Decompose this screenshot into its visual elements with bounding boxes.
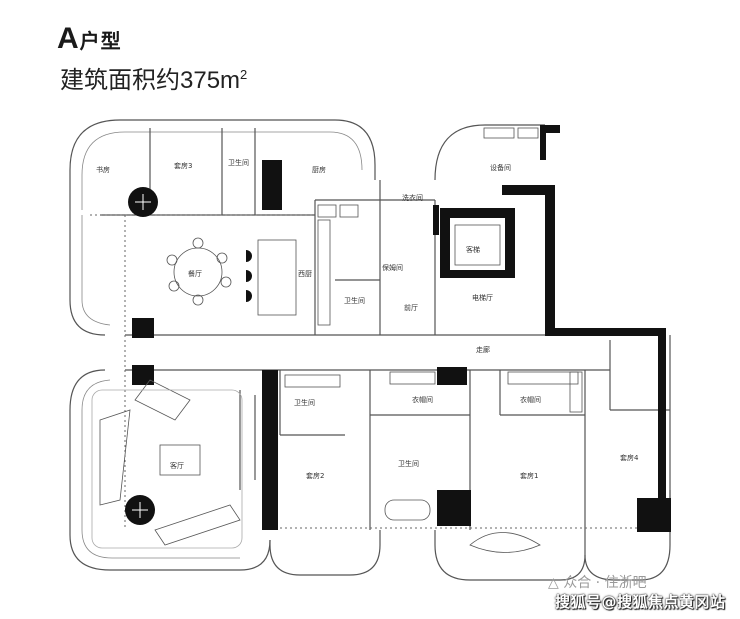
- room-label-foyer: 前厅: [404, 303, 418, 312]
- outer-wall-equipment-curve: [434, 124, 545, 181]
- room-label-suite1: 套房1: [520, 471, 538, 480]
- room-label-suite4: 套房4: [620, 453, 639, 462]
- room-label-bath-a: 卫生间: [228, 158, 249, 167]
- outer-wall-left-upper: [69, 215, 106, 336]
- round-columns: [125, 187, 158, 525]
- room-label-western-kitchen: 西厨: [298, 270, 312, 278]
- outer-wall-top-left: [69, 119, 376, 215]
- room-label-suite2: 套房2: [306, 471, 324, 480]
- room-label-bath-d: 卫生间: [398, 459, 419, 468]
- living-sofa: [91, 379, 243, 549]
- room-label-nanny: 保姆间: [382, 263, 403, 272]
- room-label-lift-lobby: 电梯厅: [472, 293, 493, 302]
- floorplan-area-label: 建筑面积约375m2: [60, 67, 248, 94]
- outer-wall-left-lower: [69, 369, 271, 571]
- structural-walls: [132, 125, 671, 532]
- room-label-living: 客厅: [170, 461, 184, 470]
- outer-wall-bottom-far-right: [584, 490, 671, 581]
- room-label-closet-b: 衣帽间: [520, 395, 541, 404]
- room-label-dining: 餐厅: [188, 269, 202, 278]
- room-label-study: 书房: [96, 165, 110, 174]
- floorplan-type-title: A户型: [57, 22, 122, 55]
- room-label-suite3: 套房3: [174, 161, 192, 170]
- room-label-kitchen: 厨房: [312, 165, 326, 174]
- room-label-guest-lift: 客梯: [466, 245, 480, 254]
- outer-wall-bottom-mid: [269, 530, 381, 576]
- room-label-laundry: 洗衣间: [402, 193, 423, 202]
- watermark-sohu: 搜狐号@搜狐焦点黄冈站: [555, 593, 726, 611]
- outer-wall-bottom-right: [434, 530, 586, 581]
- watermark-publisher: △ 众合 · 住浙吧: [548, 575, 647, 591]
- room-label-bath-b: 卫生间: [344, 296, 365, 305]
- dining-table: [166, 237, 297, 316]
- room-label-closet-a: 衣帽间: [412, 395, 433, 404]
- room-label-equipment: 设备间: [490, 163, 511, 172]
- room-label-bath-c: 卫生间: [294, 398, 315, 407]
- room-label-corridor: 走廊: [476, 345, 490, 354]
